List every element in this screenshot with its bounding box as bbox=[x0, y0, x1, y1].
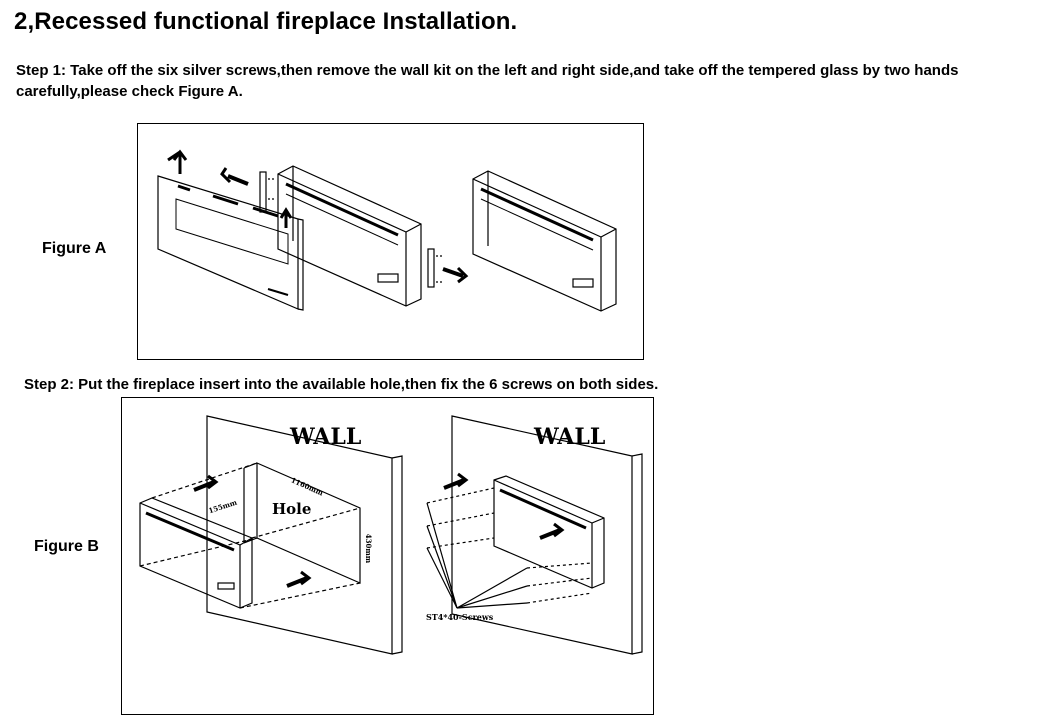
screws-label: ST4*40-Screws bbox=[426, 612, 494, 622]
step-2-instruction: Step 2: Put the fireplace insert into th… bbox=[24, 376, 659, 393]
step-1-instruction: Step 1: Take off the six silver screws,t… bbox=[16, 62, 959, 100]
wall-hole bbox=[256, 462, 361, 584]
fireplace-insert-mounted bbox=[493, 475, 605, 589]
figure-b-illustration bbox=[139, 415, 643, 655]
figure-b-label: Figure B bbox=[34, 538, 99, 555]
figure-a-label: Figure A bbox=[42, 240, 107, 257]
glass-window bbox=[175, 198, 289, 265]
wall-label-left: WALL bbox=[290, 424, 362, 450]
glass-panel bbox=[157, 175, 299, 310]
figure-a-frame bbox=[137, 123, 644, 360]
figure-a-illustration bbox=[157, 149, 617, 312]
fireplace-insert-right bbox=[472, 170, 617, 312]
page-title: 2,Recessed functional fireplace Installa… bbox=[14, 8, 518, 35]
fireplace-insert-middle bbox=[277, 165, 422, 307]
figure-b-frame: WALL WALL Hole 1160mm 155mm 430mm ST4*40… bbox=[121, 397, 654, 715]
hole-label: Hole bbox=[272, 500, 312, 518]
hole-height-dimension: 430mm bbox=[364, 533, 374, 564]
wall-label-right: WALL bbox=[534, 424, 606, 450]
